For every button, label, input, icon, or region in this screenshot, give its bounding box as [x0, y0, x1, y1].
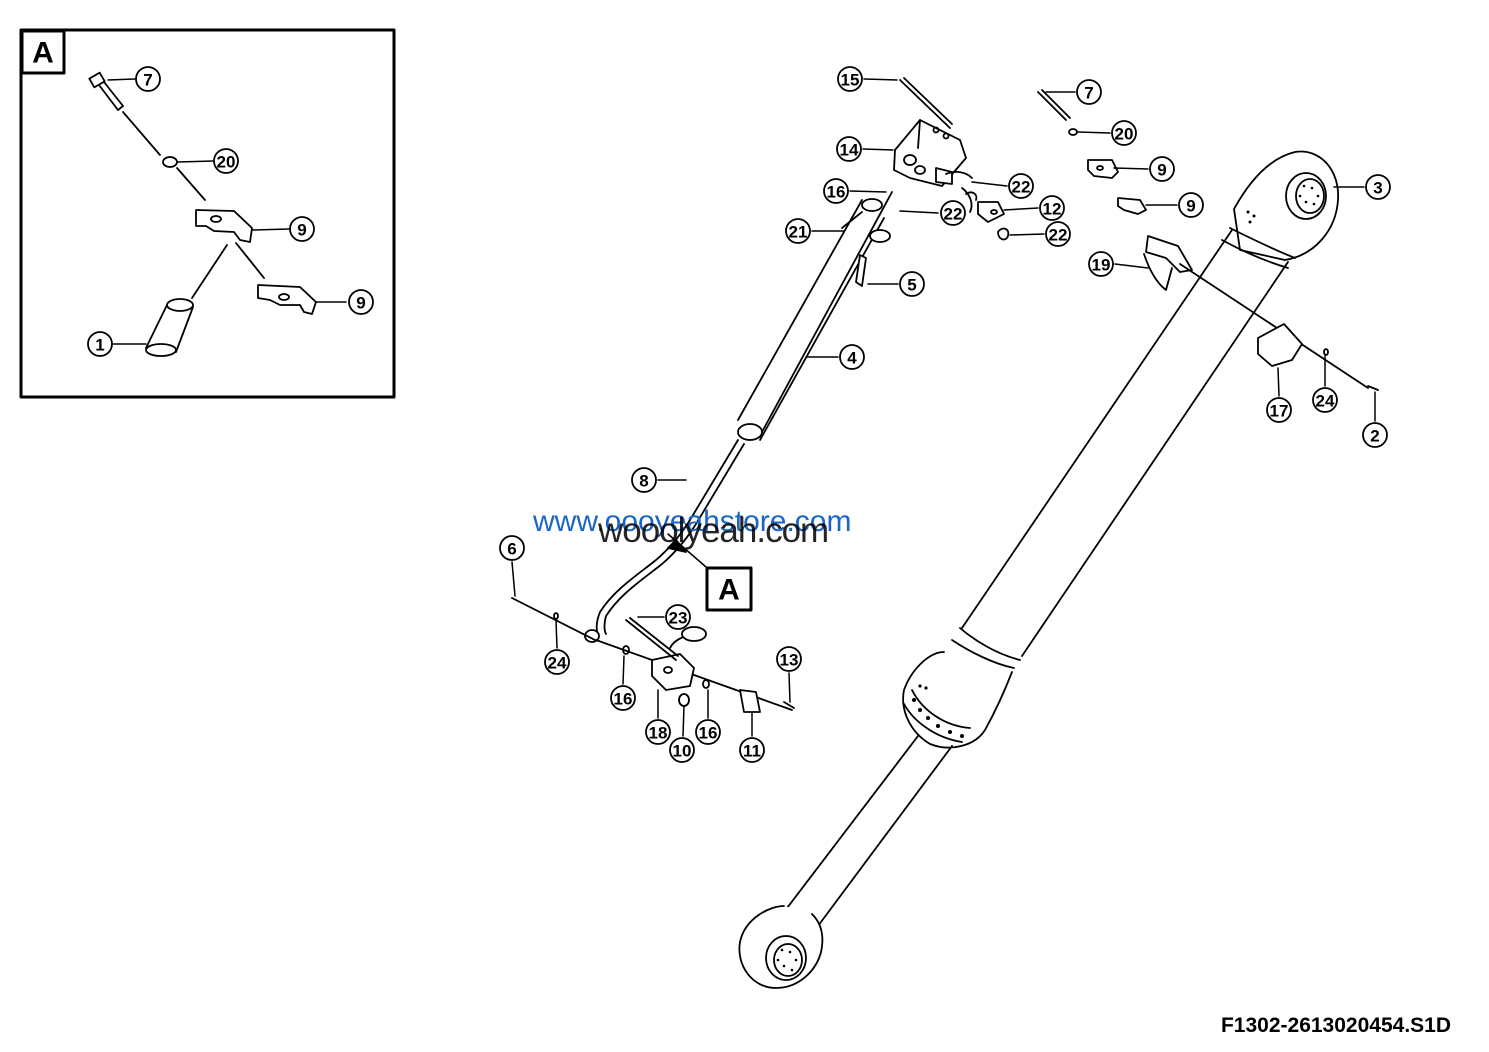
- callout-7: 7: [1084, 84, 1093, 103]
- callout-19: 19: [1092, 256, 1111, 275]
- callout-21: 21: [789, 223, 808, 242]
- callout-inset-20: 20: [217, 153, 236, 172]
- callout-16b-ring: [610, 685, 636, 711]
- callout-18-ring: [645, 719, 671, 745]
- callout-11: 11: [743, 742, 761, 761]
- callout-4: 4: [847, 349, 857, 368]
- callout-9b-ring: [1178, 192, 1204, 218]
- callout-23: 23: [669, 609, 688, 628]
- watermark-primary: www.oooyeahstore.com: [533, 505, 852, 538]
- callout-6-ring: [499, 535, 525, 561]
- callout-inset-9a: 9: [297, 221, 306, 240]
- callout-10-ring: [669, 737, 695, 763]
- callout-inset-9b-ring: [348, 289, 374, 315]
- callout-inset-20-ring: [213, 148, 239, 174]
- callout-19-ring: [1088, 251, 1114, 277]
- callout-16c-ring: [695, 719, 721, 745]
- callout-20-ring: [1111, 120, 1137, 146]
- callout-2: 2: [1370, 427, 1379, 446]
- callout-24b: 24: [1316, 392, 1335, 411]
- callout-inset-7-ring: [135, 66, 161, 92]
- callout-13-ring: [776, 646, 802, 672]
- callout-3: 3: [1373, 179, 1382, 198]
- callout-11-ring: [739, 737, 765, 763]
- inset-nut-20: [162, 156, 206, 201]
- callout-17: 17: [1270, 402, 1289, 421]
- callout-inset-1: 1: [95, 336, 104, 355]
- callout-inset-1-ring: [87, 331, 113, 357]
- callout-5: 5: [907, 276, 916, 295]
- callouts: [87, 66, 1391, 763]
- callout-16b: 16: [614, 690, 633, 709]
- callout-14: 14: [840, 141, 859, 160]
- hydraulic-cylinder: [738, 150, 1339, 989]
- callout-15: 15: [841, 71, 860, 90]
- detail-a-flag: A: [718, 574, 740, 607]
- valve-block-14: [893, 77, 967, 187]
- lower-fittings: [511, 597, 795, 713]
- figure-code: F1302-2613020454.S1D: [1220, 1014, 1451, 1037]
- callout-18: 18: [649, 724, 668, 743]
- callout-8-ring: [631, 467, 657, 493]
- inset-bolt-7: [88, 71, 161, 156]
- callout-14-ring: [836, 136, 862, 162]
- callout-3-ring: [1365, 174, 1391, 200]
- inset-clamp-9a: [195, 209, 253, 243]
- callout-4-ring: [839, 344, 865, 370]
- callout-24a: 24: [548, 654, 567, 673]
- inset-leaders: [107, 78, 347, 345]
- watermark-secondary: wooolyeah.com: [598, 511, 829, 550]
- pipe-4: [737, 191, 893, 441]
- callout-5-ring: [899, 271, 925, 297]
- inset-spacer-1: [145, 244, 228, 357]
- callout-inset-7: 7: [143, 71, 152, 90]
- callout-16a: 16: [827, 183, 846, 202]
- callout-13: 13: [780, 651, 799, 670]
- callout-inset-9b: 9: [356, 294, 365, 313]
- right-clamp-assembly: [1037, 89, 1379, 391]
- callout-24b-ring: [1312, 387, 1338, 413]
- callout-10: 10: [673, 742, 692, 761]
- callout-12: 12: [1043, 200, 1062, 219]
- callout-9a: 9: [1157, 161, 1166, 180]
- detail-a-pointer: [667, 539, 687, 553]
- detail-a-flag-box: [705, 566, 753, 612]
- callout-7-ring: [1076, 79, 1102, 105]
- callout-17-ring: [1266, 397, 1292, 423]
- elbow-fittings-22: [841, 171, 1010, 241]
- callout-8: 8: [639, 472, 648, 491]
- callout-inset-9a-ring: [289, 216, 315, 242]
- callout-22b: 22: [944, 205, 963, 224]
- inset-a: [19, 28, 396, 399]
- callout-22c: 22: [1049, 226, 1068, 245]
- callout-labels: 7 20 9 9 1 15 14 16 22 22 12 22 21 5 4 8…: [95, 71, 1382, 761]
- callout-16c: 16: [699, 724, 718, 743]
- callout-22c-ring: [1045, 221, 1071, 247]
- callout-15-ring: [837, 66, 863, 92]
- callout-23-ring: [665, 604, 691, 630]
- callout-9a-ring: [1149, 156, 1175, 182]
- inset-clamp-9b: [235, 242, 317, 315]
- callout-9b: 9: [1186, 197, 1195, 216]
- eye-bushing-dots: [776, 184, 1320, 972]
- callout-16a-ring: [823, 178, 849, 204]
- inset-label: A: [32, 37, 54, 70]
- callout-24a-ring: [544, 649, 570, 675]
- callout-20: 20: [1115, 125, 1134, 144]
- callout-6: 6: [507, 540, 516, 559]
- callout-22b-ring: [940, 200, 966, 226]
- callout-22a-ring: [1008, 173, 1034, 199]
- callout-12-ring: [1039, 195, 1065, 221]
- callout-21-ring: [785, 218, 811, 244]
- callout-2-ring: [1362, 422, 1388, 448]
- main-leaders: [511, 78, 1376, 737]
- pipe-8: [584, 439, 745, 643]
- callout-22a: 22: [1012, 178, 1031, 197]
